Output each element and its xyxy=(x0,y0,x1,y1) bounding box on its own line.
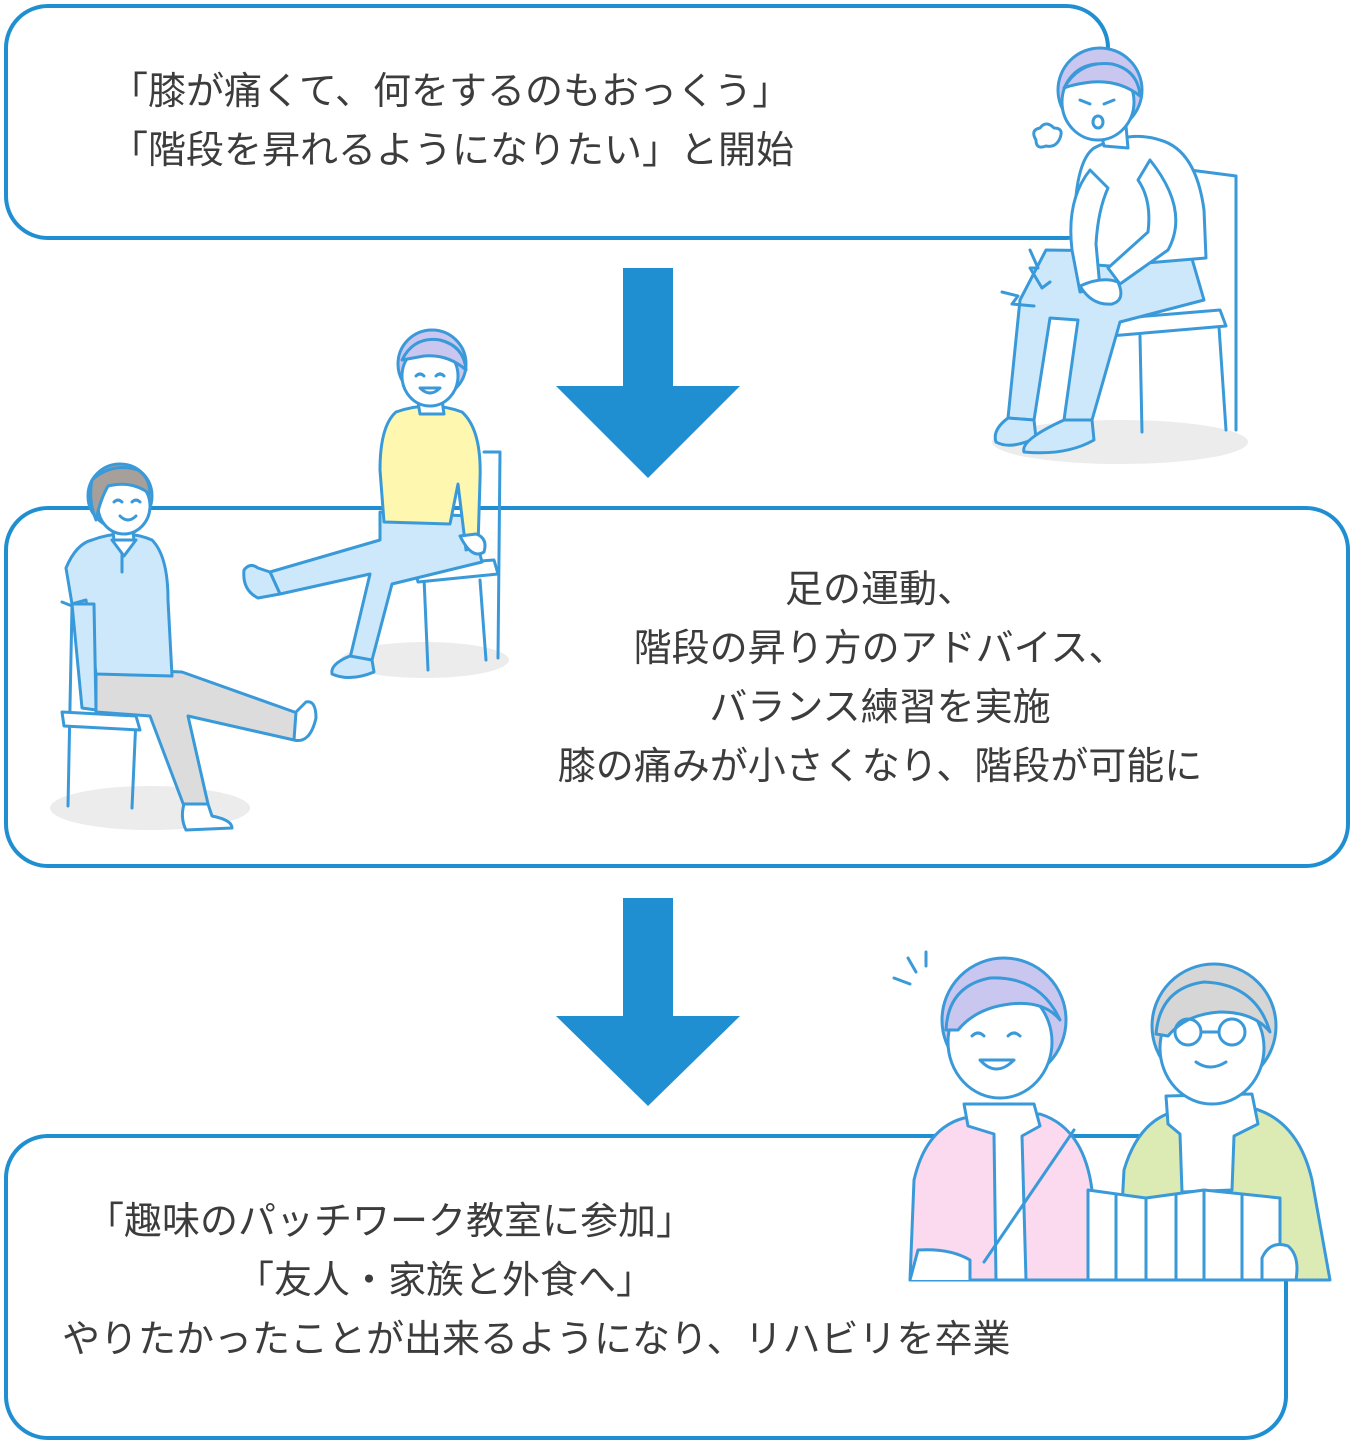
step1-line-1: 「膝が痛くて、何をするのもおっくう」 xyxy=(110,69,791,113)
step3-line-1-text: 「趣味のパッチワーク教室に参加」 xyxy=(86,1199,695,1243)
step2-line-4: 膝の痛みが小さくなり、階段が可能に xyxy=(557,743,1203,788)
step1-text: 「膝が痛くて、何をするのもおっくう」 「階段を昇れるようになりたい」と開始 xyxy=(110,62,794,180)
step2-line-2: 階段の昇り方のアドバイス、 xyxy=(633,625,1127,670)
step3-line-3: やりたかったことが出来るようになり、リハビリを卒業 xyxy=(62,1316,1011,1361)
step1-box xyxy=(4,4,1110,240)
step3-line-2-text: 「友人・家族と外食へ」 xyxy=(236,1257,655,1302)
step2-line-3: バランス練習を実施 xyxy=(709,684,1051,729)
step2-line-1: 足の運動、 xyxy=(784,567,975,611)
step3-line-1: 「趣味のパッチワーク教室に参加」 xyxy=(40,1192,1230,1251)
step1-line-2: 「階段を昇れるようになりたい」と開始 xyxy=(110,127,795,172)
step3-text: 「趣味のパッチワーク教室に参加」 「友人・家族と外食へ」 やりたかったことが出来… xyxy=(40,1192,1230,1369)
step3-line-2: 「友人・家族と外食へ」 xyxy=(40,1251,1230,1310)
step2-text: 足の運動、 階段の昇り方のアドバイス、 バランス練習を実施 膝の痛みが小さくなり… xyxy=(476,560,1284,796)
